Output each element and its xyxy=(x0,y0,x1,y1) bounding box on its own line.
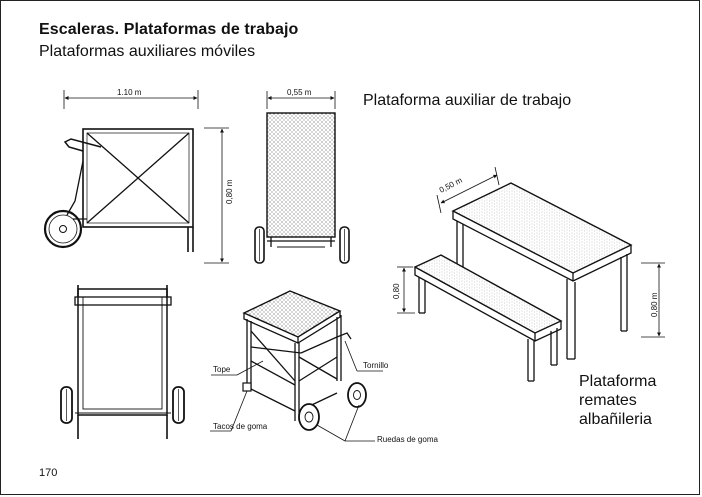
dim-side-width: 1.10 m xyxy=(117,88,142,97)
label-tope: Tope xyxy=(213,365,231,374)
caption-line-3: albañileria xyxy=(579,411,652,428)
page-subtitle: Plataformas auxiliares móviles xyxy=(39,43,256,60)
label-tacos-de-goma: Tacos de goma xyxy=(213,422,268,431)
callout-leaders xyxy=(210,340,383,442)
dim-bench-width: 0,50 m xyxy=(438,176,464,195)
page-title: Escaleras. Plataformas de trabajo xyxy=(39,21,299,38)
caption-plataforma-auxiliar: Plataforma auxiliar de trabajo xyxy=(363,92,572,109)
side-elevation-drawing xyxy=(43,90,229,264)
caption-line-1: Plataforma xyxy=(579,373,657,390)
page-number: 170 xyxy=(39,467,58,479)
label-ruedas-de-goma: Ruedas de goma xyxy=(377,435,438,444)
dim-front-width: 0,55 m xyxy=(287,88,312,97)
table-and-bench-drawing xyxy=(397,166,665,382)
isometric-cart-drawing xyxy=(242,290,367,431)
rear-elevation-drawing xyxy=(60,285,185,439)
front-elevation-drawing xyxy=(254,91,350,264)
dim-bench-height: 0,80 xyxy=(392,283,401,299)
caption-plataforma-remates: Plataforma remates albañileria xyxy=(579,372,656,429)
caption-line-2: remates xyxy=(579,392,637,409)
label-tornillo: Tornillo xyxy=(363,361,389,370)
dim-table-height: 0,80 m xyxy=(650,292,659,317)
dim-height: 0,80 m xyxy=(225,179,234,204)
